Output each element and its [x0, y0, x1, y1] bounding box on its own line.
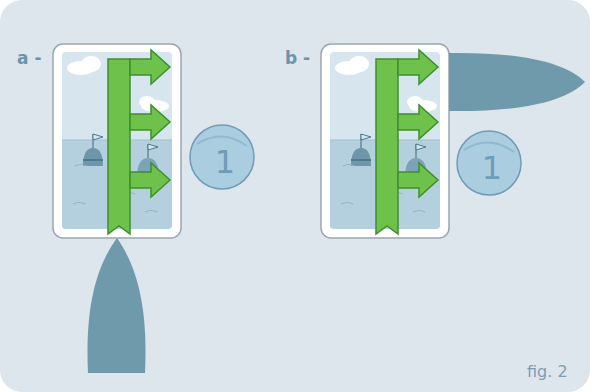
token-number: 1 [456, 130, 522, 196]
card-illustration [53, 44, 181, 238]
boat-token [449, 53, 585, 111]
token-number: 1 [189, 124, 255, 190]
panel-letter: a - [17, 48, 41, 68]
number-token: 1 [189, 124, 255, 190]
boat-token [87, 238, 145, 373]
figure-caption: fig. 2 [527, 362, 568, 381]
number-token: 1 [456, 130, 522, 196]
panel-letter: b - [285, 48, 310, 68]
card-illustration [321, 44, 449, 238]
